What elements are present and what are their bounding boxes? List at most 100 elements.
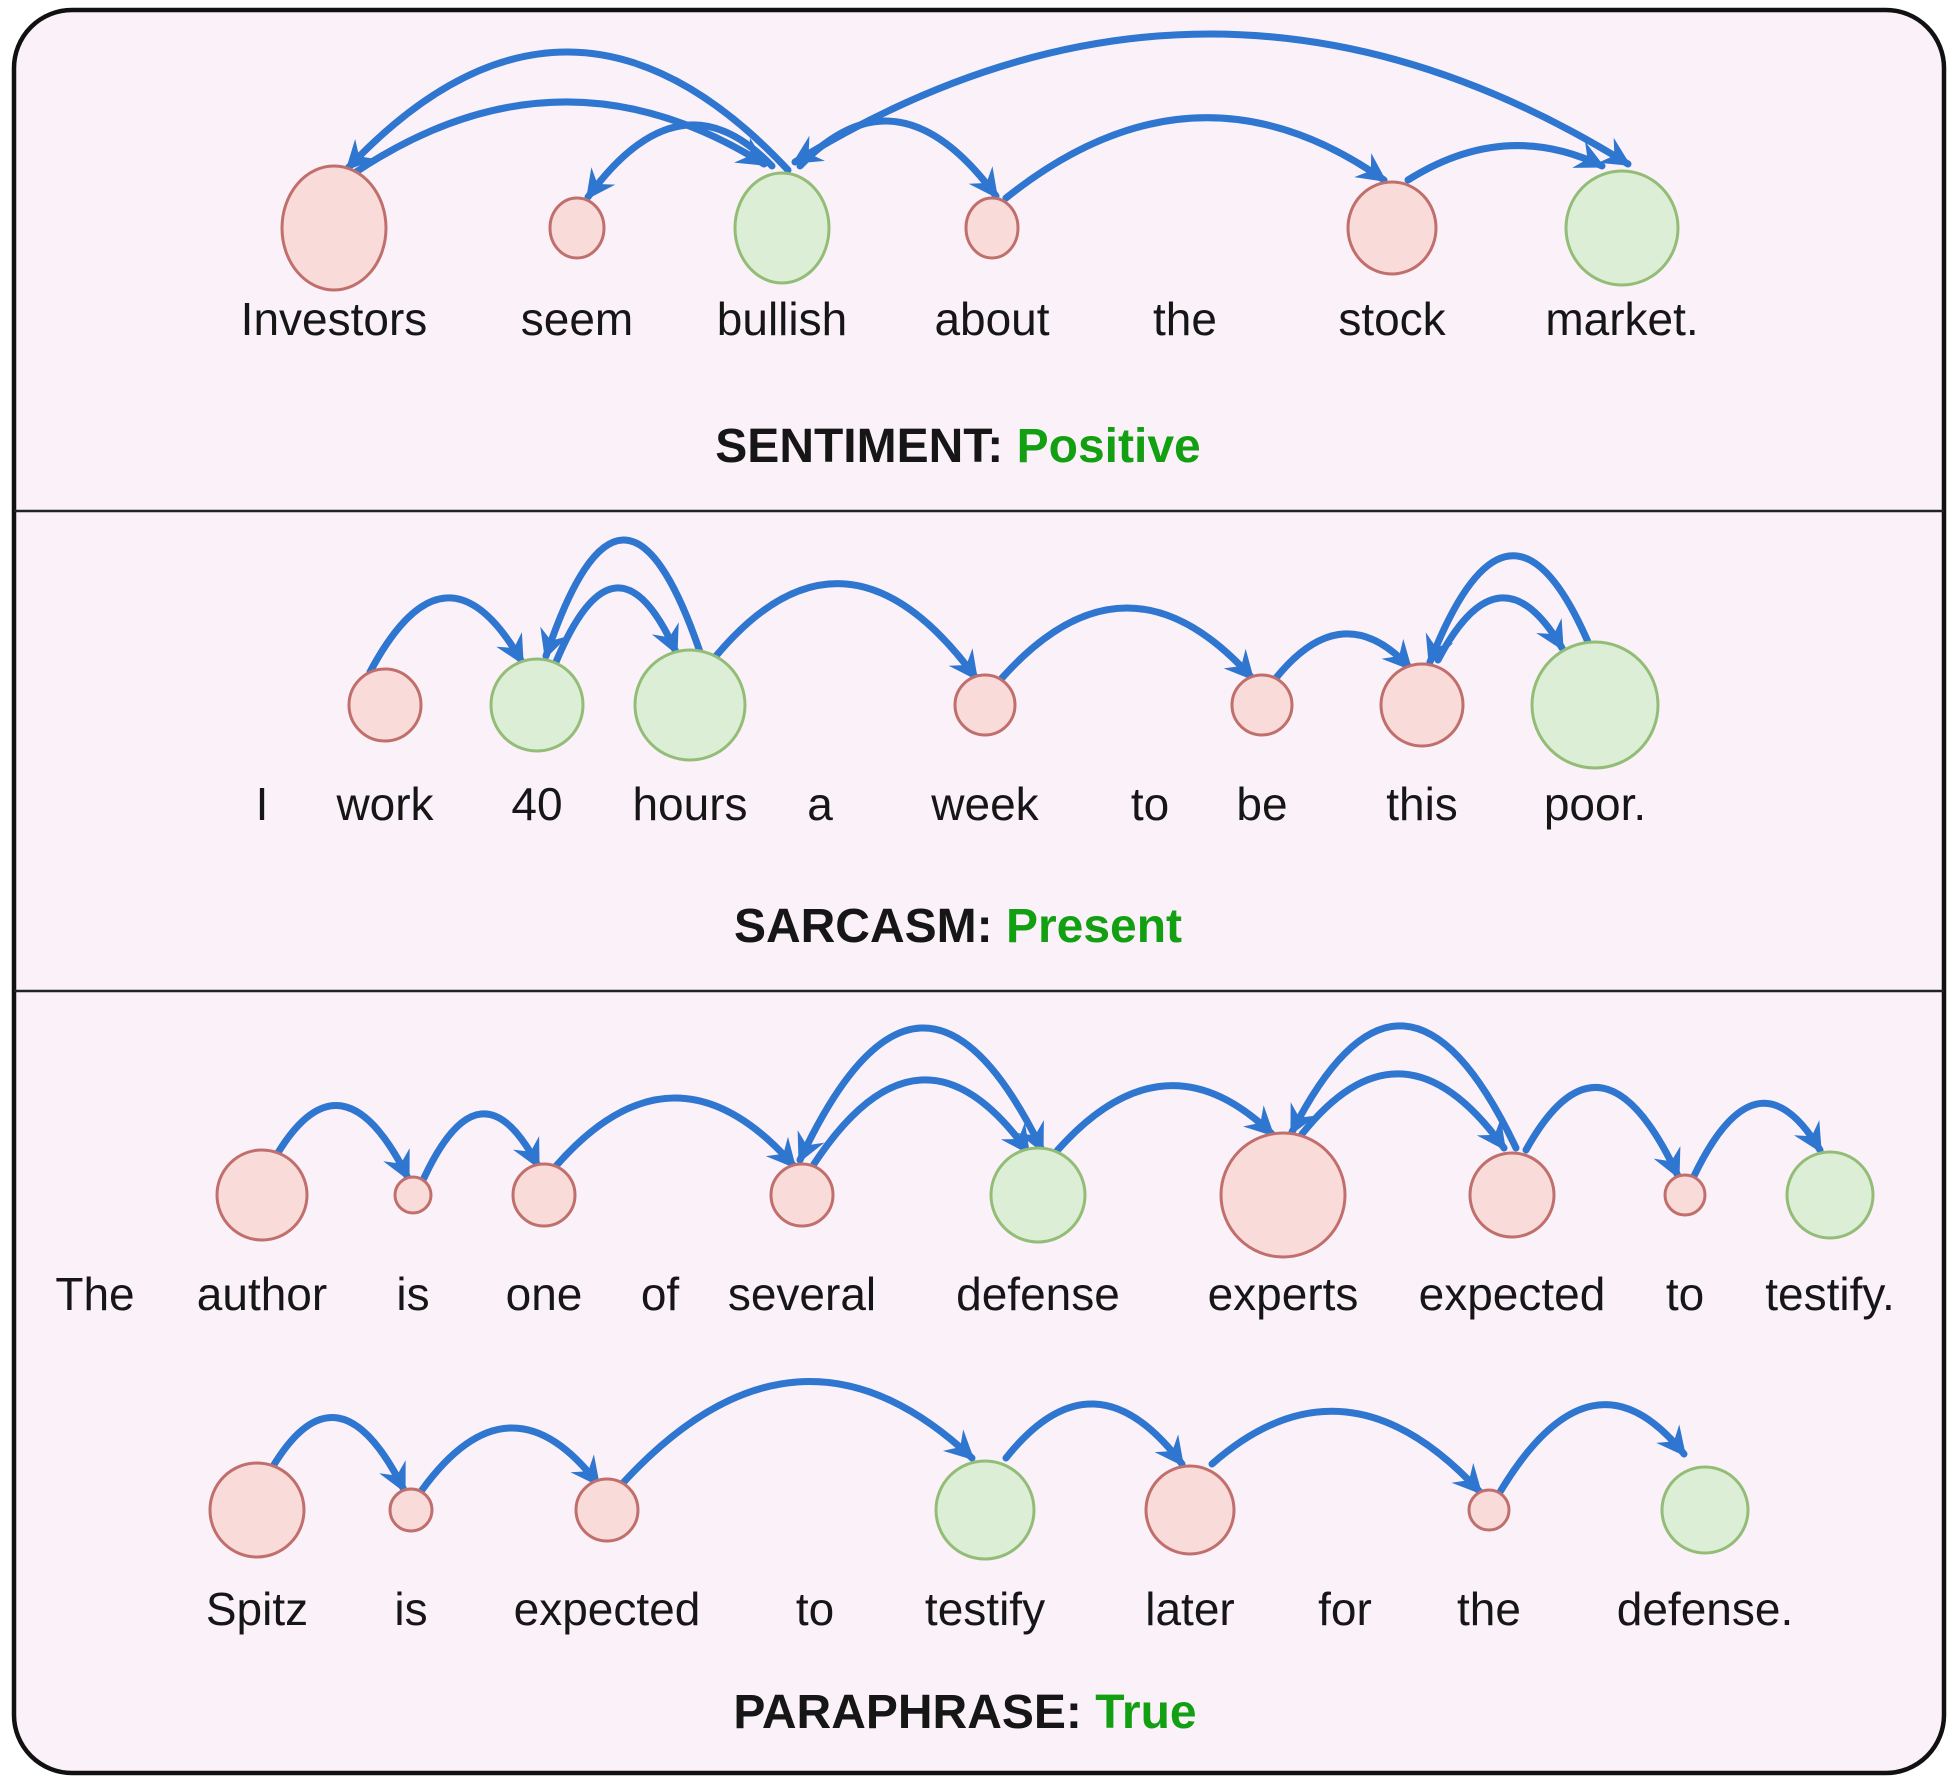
word-label-paraphrase-r2-is: is (394, 1583, 427, 1635)
word-label-sarcasm-r1-i: I (256, 778, 269, 830)
token-circle-paraphrase-r1-expected (1468, 1151, 1556, 1239)
attention-arc-paraphrase-r1-1 (272, 1102, 412, 1182)
word-label-paraphrase-r2-the: the (1457, 1583, 1521, 1635)
token-circle-paraphrase-r2-is (388, 1487, 434, 1533)
token-circle-paraphrase-r1-defense (989, 1146, 1087, 1244)
attention-arc-paraphrase-r1-9 (1522, 1084, 1682, 1180)
attention-arc-sarcasm-r1-7 (1425, 552, 1592, 666)
task-label-sarcasm: SARCASM: Present (734, 900, 1182, 953)
word-label-sarcasm-r1-40: 40 (511, 778, 562, 830)
attention-arc-sentiment-r1-5 (791, 30, 1632, 168)
word-label-paraphrase-r2-to: to (796, 1583, 834, 1635)
attention-arc-sarcasm-r1-1 (366, 594, 526, 676)
word-label-paraphrase-r1-author: author (197, 1268, 327, 1320)
token-circle-paraphrase-r2-defense (1660, 1465, 1750, 1555)
word-label-paraphrase-r2-testify: testify (925, 1583, 1045, 1635)
attention-arc-paraphrase-r2-2 (418, 1424, 602, 1494)
token-circle-paraphrase-r1-several (769, 1162, 835, 1228)
token-circle-paraphrase-r1-one (511, 1162, 577, 1228)
token-circle-sentiment-r1-about (964, 196, 1020, 260)
word-label-sarcasm-r1-week: week (930, 778, 1039, 830)
token-circle-sarcasm-r1-this (1379, 662, 1465, 748)
word-label-sarcasm-r1-a: a (807, 778, 833, 830)
attention-arc-sentiment-r1-3 (584, 121, 776, 201)
token-circle-paraphrase-r2-the (1467, 1488, 1511, 1532)
attention-arc-sarcasm-r1-5 (998, 604, 1256, 682)
word-label-paraphrase-r1-experts: experts (1208, 1268, 1359, 1320)
word-label-paraphrase-r2-later: later (1145, 1583, 1234, 1635)
attention-arc-paraphrase-r2-5 (1208, 1407, 1484, 1496)
token-circle-paraphrase-r2-testify (934, 1459, 1036, 1561)
task-label-prefix-sarcasm: SARCASM: (734, 900, 1006, 953)
attention-arc-sarcasm-r1-6 (1272, 630, 1414, 682)
task-label-paraphrase: PARAPHRASE: True (733, 1686, 1196, 1739)
attention-arc-sarcasm-r1-4 (712, 580, 980, 682)
attention-arc-sarcasm-r1-3 (552, 584, 680, 666)
word-label-sarcasm-r1-poor: poor. (1544, 778, 1646, 830)
token-circle-sarcasm-r1-40 (489, 657, 585, 753)
token-circle-paraphrase-r2-spitz (208, 1461, 306, 1559)
task-label-value-sentiment: Positive (1017, 420, 1201, 473)
token-circle-sentiment-r1-seem (548, 196, 606, 260)
token-circle-sentiment-r1-market (1564, 169, 1680, 287)
attention-arc-paraphrase-r1-5 (810, 1076, 1032, 1168)
attention-arc-sentiment-r1-6 (1002, 114, 1388, 202)
token-circle-sarcasm-r1-work (347, 667, 423, 743)
task-label-prefix-paraphrase: PARAPHRASE: (733, 1686, 1095, 1739)
word-label-sentiment-r1-stock: stock (1338, 293, 1446, 345)
word-label-sentiment-r1-seem: seem (521, 293, 633, 345)
word-label-paraphrase-r1-of: of (641, 1268, 680, 1320)
token-circle-paraphrase-r1-experts (1219, 1131, 1347, 1259)
word-label-sarcasm-r1-be: be (1236, 778, 1287, 830)
word-label-sentiment-r1-market: market. (1545, 293, 1698, 345)
word-label-sarcasm-r1-to: to (1131, 778, 1169, 830)
attention-arc-sentiment-r1-2 (352, 98, 768, 176)
token-circle-sentiment-r1-bullish (733, 171, 831, 285)
word-label-paraphrase-r1-expected: expected (1419, 1268, 1606, 1320)
word-label-paraphrase-r1-to: to (1666, 1268, 1704, 1320)
token-circle-sarcasm-r1-week (953, 673, 1017, 737)
word-label-paraphrase-r1-one: one (506, 1268, 583, 1320)
attention-arc-paraphrase-r1-6 (1052, 1082, 1276, 1156)
word-label-sarcasm-r1-work: work (335, 778, 434, 830)
word-label-paraphrase-r1-the: The (55, 1268, 134, 1320)
attention-arc-sentiment-r1-1 (344, 48, 792, 174)
word-label-sentiment-r1-bullish: bullish (717, 293, 847, 345)
attention-arc-sarcasm-r1-2 (540, 536, 704, 660)
token-circle-paraphrase-r2-expected (574, 1477, 640, 1543)
token-circle-sarcasm-r1-be (1230, 673, 1294, 737)
word-label-paraphrase-r1-defense: defense (956, 1268, 1120, 1320)
attention-arc-paraphrase-r1-10 (1690, 1099, 1824, 1180)
attention-arc-paraphrase-r2-1 (268, 1414, 408, 1494)
token-circle-paraphrase-r1-to (1663, 1173, 1707, 1217)
task-label-prefix-sentiment: SENTIMENT: (715, 420, 1016, 473)
word-label-paraphrase-r1-is: is (396, 1268, 429, 1320)
token-circle-sarcasm-r1-hours (633, 648, 747, 762)
figure-frame (11, 7, 1947, 1776)
word-label-sentiment-r1-investors: Investors (241, 293, 428, 345)
token-circle-paraphrase-r2-later (1144, 1464, 1236, 1556)
word-label-paraphrase-r1-testify: testify. (1765, 1268, 1895, 1320)
attention-arc-paraphrase-r2-4 (1002, 1400, 1186, 1468)
token-circle-paraphrase-r1-testify (1785, 1150, 1875, 1240)
attention-arc-paraphrase-r2-6 (1496, 1401, 1688, 1496)
task-label-value-sarcasm: Present (1006, 900, 1182, 953)
attention-arc-paraphrase-r1-8 (1298, 1070, 1508, 1152)
attention-arc-sarcasm-r1-8 (1434, 594, 1566, 664)
word-label-paraphrase-r2-defense: defense. (1617, 1583, 1793, 1635)
word-label-sarcasm-r1-this: this (1386, 778, 1458, 830)
token-circle-paraphrase-r1-is (393, 1175, 433, 1215)
token-circle-sarcasm-r1-poor (1530, 640, 1660, 770)
attention-arc-paraphrase-r2-3 (618, 1378, 976, 1488)
token-circle-paraphrase-r1-author (215, 1148, 309, 1242)
attention-arc-paraphrase-r1-4 (796, 1024, 1046, 1164)
task-label-value-paraphrase: True (1095, 1686, 1196, 1739)
attention-arc-paraphrase-r1-2 (420, 1110, 542, 1182)
token-circle-sentiment-r1-investors (280, 164, 388, 292)
word-label-sentiment-r1-about: about (934, 293, 1049, 345)
